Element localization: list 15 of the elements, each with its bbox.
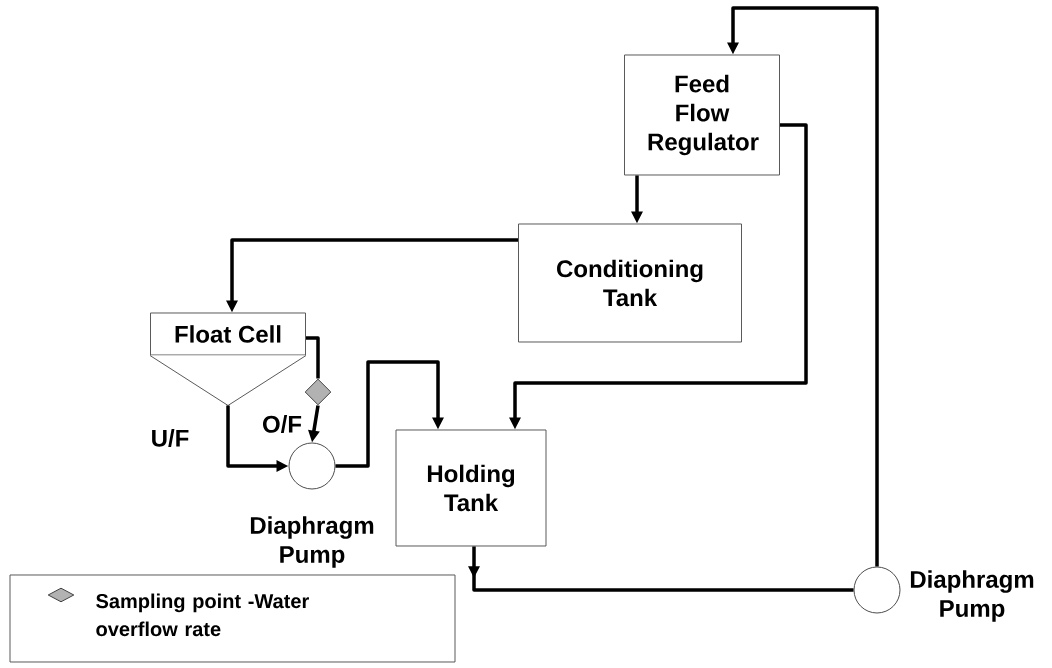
process-box: Conditioning Tank [518,223,742,343]
pump-circle [853,566,901,614]
legend-text: Sampling point -Water overflow rate [96,593,309,637]
sampling-diamond [304,378,332,406]
float-cell: Float Cell [149,312,307,406]
flow-arrow [468,546,854,592]
edge-label: U/F [152,429,189,447]
pump-circle [288,442,336,490]
edge-label: O/F [263,415,302,433]
flow-arrow [727,6,879,567]
flow-arrow [335,360,444,468]
pump-label: Diaphragm Pump [910,570,1034,622]
process-box: Holding Tank [395,429,547,547]
process-box: Feed Flow Regulator [624,54,780,176]
pump-label: Diaphragm Pump [250,516,374,568]
